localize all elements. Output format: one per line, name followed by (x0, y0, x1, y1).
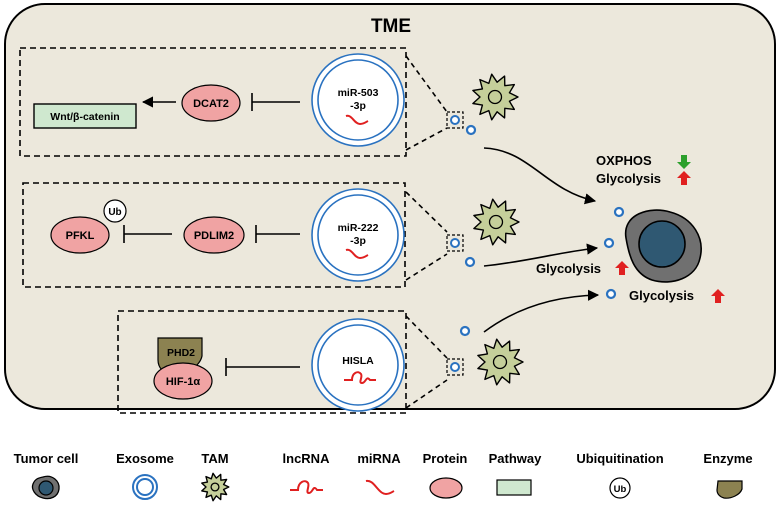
exosome-icon (465, 124, 477, 136)
legend-label: Ubiquitination (576, 451, 663, 466)
protein-label: HIF-1α (166, 376, 201, 388)
connectors (405, 55, 448, 409)
protein-ellipse (181, 84, 241, 122)
mirna-name-line1: miR-222 (338, 222, 379, 234)
glycolysis-label: Glycolysis (536, 261, 601, 276)
tumor-cell (624, 209, 702, 283)
exosome-inner (317, 324, 399, 406)
lncrna-name: HISLA (342, 355, 374, 367)
legend: Tumor cell Exosome TAM lncRNA miRNA Prot… (14, 451, 753, 502)
protein-ellipse (183, 216, 245, 254)
exosome-outer (311, 318, 405, 412)
tam-icon (201, 472, 230, 502)
enzyme-icon (716, 480, 743, 499)
exosome-inner (317, 59, 399, 141)
exosome-icon (605, 288, 617, 300)
panel-1: Wnt/β-catenin DCAT2 miR-503 -3p (19, 47, 407, 157)
up-arrow-icon (711, 289, 725, 303)
legend-label: Tumor cell (14, 451, 79, 466)
protein-ellipse (153, 362, 213, 400)
legend-label: Protein (423, 451, 468, 466)
mirna-icon (345, 248, 369, 260)
transfer-arrow (483, 243, 599, 267)
lncrna-icon (344, 371, 376, 385)
exosome-inner (317, 194, 399, 276)
protein-icon (429, 477, 463, 499)
exosome-icon (132, 474, 158, 500)
panel-2: PFKL Ub PDLIM2 miR-222 -3p (22, 182, 406, 288)
up-arrow-icon (677, 171, 691, 185)
tam-cell (477, 338, 524, 386)
protein-label: PFKL (66, 230, 95, 242)
oxphos-label: OXPHOS (596, 153, 652, 168)
protein-ellipse (50, 216, 110, 254)
exosome-icon (613, 206, 625, 218)
protein-label: PDLIM2 (194, 230, 234, 242)
transfer-arrow (483, 289, 600, 333)
glycolysis-label: Glycolysis (629, 288, 694, 303)
legend-label: lncRNA (283, 451, 331, 466)
exosome-outer (311, 53, 405, 147)
mirna-name-line2: -3p (350, 100, 366, 112)
enzyme-label: PHD2 (167, 347, 195, 359)
tam-cells (472, 73, 524, 386)
legend-label: Enzyme (703, 451, 752, 466)
lncrna-icon (290, 480, 323, 495)
tam-cell (201, 472, 230, 502)
legend-label: miRNA (357, 451, 401, 466)
tam-cell (473, 198, 520, 246)
ubiquitination-label: Ub (108, 207, 121, 218)
pathway-icon (496, 479, 532, 496)
mirna-icon (365, 479, 395, 496)
tumor-cell-icon (31, 475, 60, 500)
exosome-icon (450, 238, 460, 248)
ubiquitination-icon (609, 477, 631, 499)
exosome-icon (464, 256, 476, 268)
ubiquitination-icon (103, 199, 127, 223)
protein-label: DCAT2 (193, 98, 229, 110)
legend-label: TAM (201, 451, 228, 466)
tme-title: TME (371, 16, 411, 37)
pathway-box (33, 103, 137, 129)
legend-label: Exosome (116, 451, 174, 466)
panel-3: PHD2 HIF-1α HISLA (117, 310, 407, 414)
exosome-icon (450, 115, 460, 125)
mirna-name-line2: -3p (350, 235, 366, 247)
pathway-label: Wnt/β-catenin (50, 111, 119, 123)
glycolysis-label: Glycolysis (596, 171, 661, 186)
exosome-icon (603, 237, 615, 249)
tam-cell (472, 73, 519, 121)
down-arrow-icon (677, 155, 691, 169)
released-exosomes (459, 124, 625, 337)
exosome-icon (459, 325, 471, 337)
small-exosome-boxes (446, 111, 464, 376)
transfer-arrow (483, 147, 597, 205)
legend-label: Pathway (489, 451, 543, 466)
up-arrow-icon (615, 261, 629, 275)
transfer-arrows (483, 147, 600, 333)
ubiquitination-legend-label: Ub (614, 484, 627, 495)
exosome-outer (311, 188, 405, 282)
mirna-name-line1: miR-503 (338, 87, 379, 99)
mirna-icon (345, 114, 369, 126)
exosome-icon (450, 362, 460, 372)
